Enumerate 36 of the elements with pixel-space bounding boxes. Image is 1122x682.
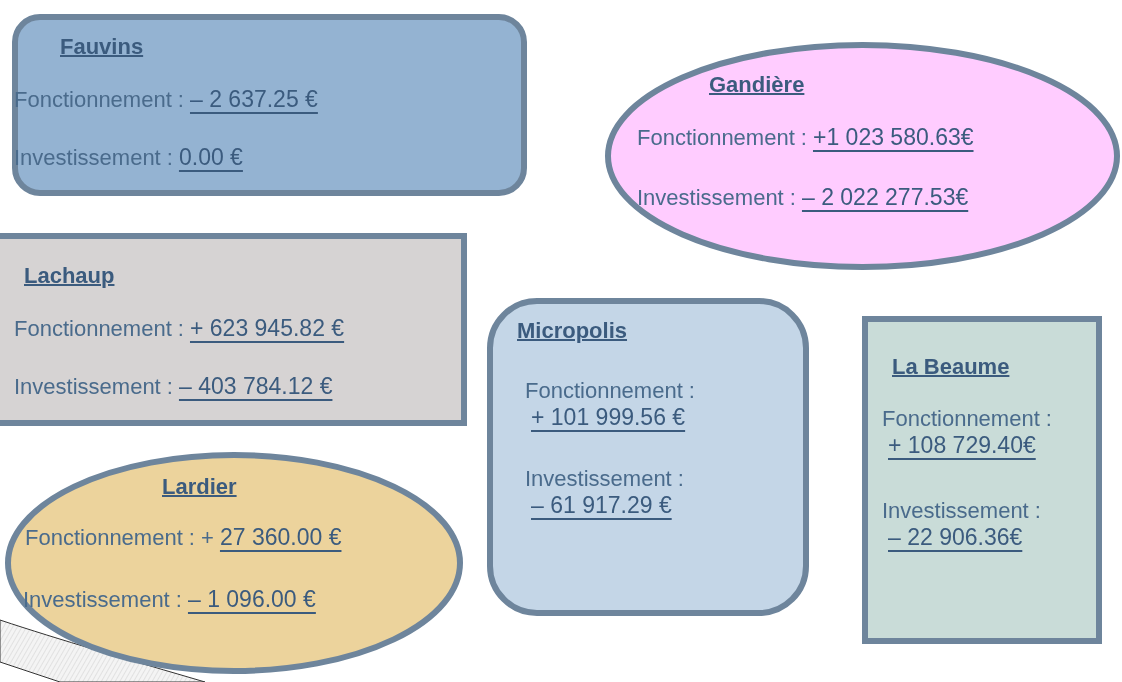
amount-value: + 108 729.40€ xyxy=(888,432,1037,459)
amount-value: – 61 917.29 € xyxy=(531,492,673,519)
amount-value: – 2 637.25 € xyxy=(190,86,318,113)
amount-value: 0.00 € xyxy=(178,144,243,171)
amount-value: – 403 784.12 € xyxy=(178,373,333,400)
budget-label: Investissement : xyxy=(23,587,182,613)
amount-value: 27 360.00 € xyxy=(219,524,342,551)
amount-value: + 101 999.56 € xyxy=(531,404,687,431)
budget-label: Fonctionnement : xyxy=(14,316,184,342)
budget-label: Fonctionnement : xyxy=(525,378,695,404)
town-name: Lachaup xyxy=(24,263,115,289)
budget-label: Investissement : xyxy=(525,466,684,492)
amount-value: – 22 906.36€ xyxy=(888,524,1024,551)
budget-label: Investissement : xyxy=(637,185,796,211)
oval-box xyxy=(605,42,1120,270)
rectangle-box xyxy=(0,233,467,426)
budget-label: Fonctionnement : xyxy=(14,87,184,113)
budget-label: Fonctionnement : xyxy=(637,125,807,151)
amount-value: + 623 945.82 € xyxy=(190,315,345,342)
budget-label: Investissement : xyxy=(882,498,1041,524)
town-name: Micropolis xyxy=(517,318,627,344)
budget-label: Investissement : xyxy=(14,145,173,171)
town-name: La Beaume xyxy=(892,354,1010,380)
town-name: Gandière xyxy=(709,72,805,98)
amount-value: – 2 022 277.53€ xyxy=(801,184,969,211)
amount-value: – 1 096.00 € xyxy=(187,586,316,613)
rounded-box xyxy=(12,14,527,196)
rectangle-box xyxy=(862,316,1102,644)
budget-label: Fonctionnement : + xyxy=(25,525,214,551)
rounded-box xyxy=(487,298,809,616)
oval-box xyxy=(5,452,463,674)
budget-label: Investissement : xyxy=(14,374,173,400)
town-name: Fauvins xyxy=(60,34,144,60)
town-name: Lardier xyxy=(162,474,237,500)
budget-label: Fonctionnement : xyxy=(882,406,1052,432)
amount-value: +1 023 580.63€ xyxy=(813,124,974,151)
